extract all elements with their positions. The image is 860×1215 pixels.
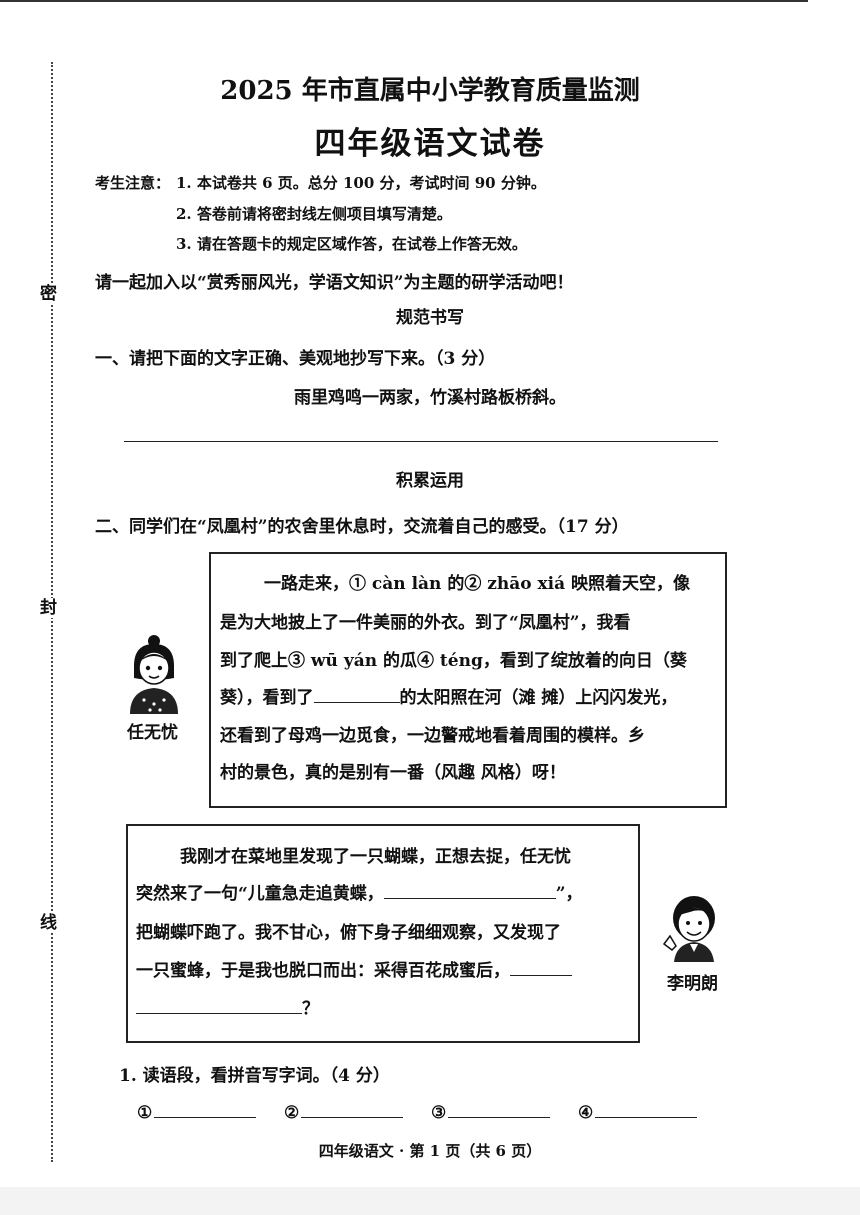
exam-title: 2025 年市直属中小学教育质量监测 <box>220 76 640 106</box>
box2-line-4-start: 一只蜜蜂，于是我也脱口而出：采得百花成蜜后， <box>136 961 510 981</box>
section-heading-usage: 积累运用 <box>396 471 464 491</box>
intro-text: 请一起加入以“赏秀丽风光，学语文知识”为主题的研学活动吧！ <box>95 273 574 293</box>
answer-blank-4: ④ <box>578 1099 698 1123</box>
answer-blank-2: ② <box>284 1099 404 1123</box>
question-1: 一、请把下面的文字正确、美观地抄写下来。（3 分） <box>95 349 496 369</box>
box1-line-4-end: 的太阳照在河（滩 摊）上闪闪发光， <box>399 688 678 708</box>
box1-line-1: 一路走来，① càn làn 的② zhāo xiá 映照着天空，像 <box>264 574 691 594</box>
answer-blank-1: ① <box>137 1099 257 1123</box>
exam-subtitle: 四年级语文试卷 <box>314 126 546 162</box>
girl-avatar-icon <box>130 635 178 714</box>
page-footer: 四年级语文 · 第 1 页（共 6 页） <box>318 1142 542 1160</box>
speaker-name-ren: 任无忧 <box>127 723 178 743</box>
notice-item-1: 1. 本试卷共 6 页。总分 100 分，考试时间 90 分钟。 <box>176 174 546 192</box>
answer-line-3[interactable] <box>448 1099 551 1118</box>
fill-blank-poem-2b[interactable] <box>136 996 302 1014</box>
box2-line-1: 我刚才在菜地里发现了一只蝴蝶，正想去捉，任无忧 <box>180 847 571 867</box>
notice-item-3: 3. 请在答题卡的规定区域作答，在试卷上作答无效。 <box>176 235 527 253</box>
seal-char-feng: 封 <box>40 598 57 618</box>
answer-blank-3-num: ③ <box>431 1103 447 1123</box>
answer-blank-3: ③ <box>431 1099 551 1123</box>
answer-blank-4-num: ④ <box>578 1103 594 1123</box>
speaker-name-li: 李明朗 <box>667 974 718 994</box>
box2-line-5-end: ？ <box>302 999 319 1019</box>
copy-writing-line[interactable] <box>124 441 718 442</box>
box1-line-5: 还看到了母鸡一边觅食，一边警戒地看着周围的模样。乡 <box>220 726 645 746</box>
seal-char-mi: 密 <box>40 284 57 304</box>
box1-line-2: 是为大地披上了一件美丽的外衣。到了“凤凰村”，我看 <box>220 613 631 633</box>
answer-line-2[interactable] <box>301 1099 404 1118</box>
answer-blank-1-num: ① <box>137 1103 153 1123</box>
box2-line-2: 突然来了一句“儿童急走追黄蝶， ”， <box>136 874 583 914</box>
dialogue-box-li: 我刚才在菜地里发现了一只蝴蝶，正想去捉，任无忧 突然来了一句“儿童急走追黄蝶， ”… <box>126 824 640 1043</box>
answer-blank-2-num: ② <box>284 1103 300 1123</box>
box1-line-4: 葵），看到了 的太阳照在河（滩 摊）上闪闪发光， <box>220 678 677 718</box>
section-heading-writing: 规范书写 <box>396 308 464 328</box>
box2-line-5: ？ <box>136 989 319 1029</box>
fill-blank-sun[interactable] <box>313 685 400 703</box>
box2-line-2-start: 突然来了一句“儿童急走追黄蝶， <box>136 884 384 904</box>
dialogue-box-ren: 一路走来，① càn làn 的② zhāo xiá 映照着天空，像 是为大地披… <box>209 552 727 808</box>
box1-line-4-start: 葵），看到了 <box>220 688 314 708</box>
notice-label: 考生注意： <box>95 174 171 192</box>
box2-line-2-end: ”， <box>555 884 583 904</box>
poem-line: 雨里鸡鸣一两家，竹溪村路板桥斜。 <box>294 388 566 408</box>
seal-char-xian: 线 <box>40 913 57 933</box>
answer-line-1[interactable] <box>154 1099 257 1118</box>
sub-question-1: 1. 读语段，看拼音写字词。（4 分） <box>119 1066 390 1086</box>
box1-line-3: 到了爬上③ wū yán 的瓜④ téng，看到了绽放着的向日（葵 <box>220 651 687 671</box>
fill-blank-poem-2a[interactable] <box>510 958 572 976</box>
boy-avatar-icon <box>662 896 715 962</box>
bottom-band <box>0 1187 860 1215</box>
top-border <box>0 0 808 2</box>
notice-item-2: 2. 答卷前请将密封线左侧项目填写清楚。 <box>176 205 452 223</box>
question-2: 二、同学们在“凤凰村”的农舍里休息时，交流着自己的感受。（17 分） <box>95 517 629 537</box>
box1-line-6: 村的景色，真的是别有一番（风趣 风格）呀！ <box>220 763 566 783</box>
answer-line-4[interactable] <box>595 1099 698 1118</box>
fill-blank-poem-1[interactable] <box>383 881 556 899</box>
box2-line-3: 把蝴蝶吓跑了。我不甘心，俯下身子细细观察，又发现了 <box>136 923 561 943</box>
box2-line-4: 一只蜜蜂，于是我也脱口而出：采得百花成蜜后， <box>136 951 572 991</box>
